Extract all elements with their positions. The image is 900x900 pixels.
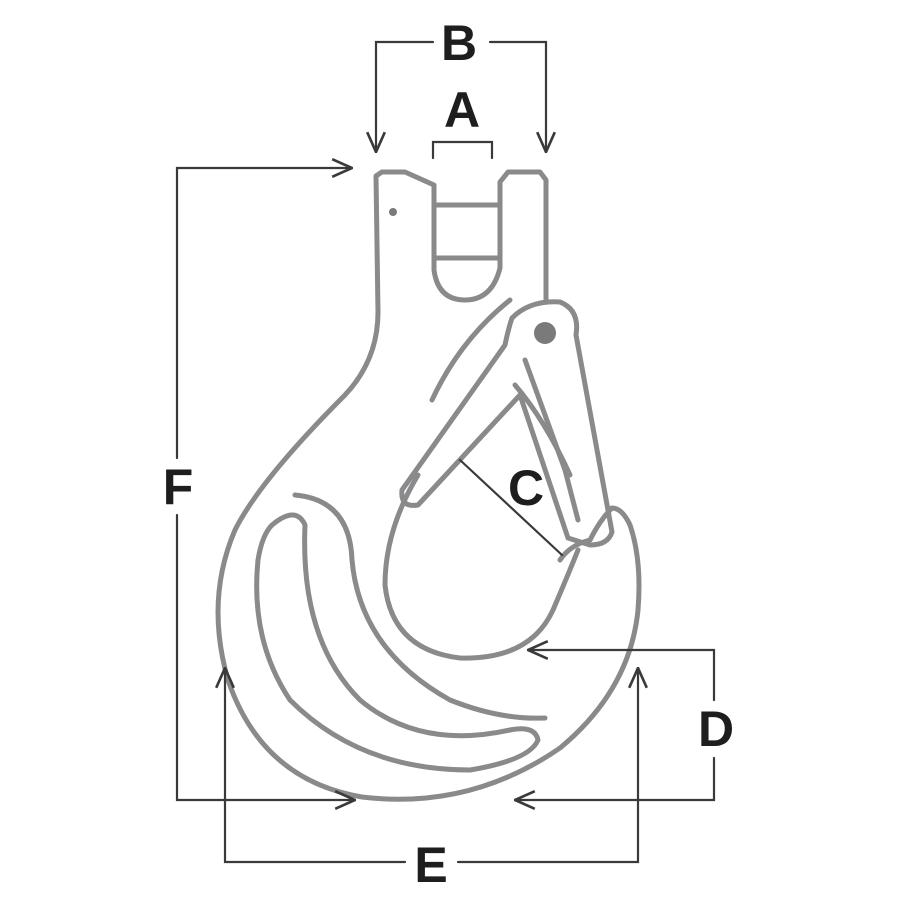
latch-pivot-pin [534, 322, 556, 344]
dimension-d-bottom [513, 756, 716, 800]
dimension-f-top [175, 168, 354, 460]
dimension-e-left [225, 666, 407, 864]
dimension-label-f: F [162, 459, 194, 515]
body-pin-hole [389, 208, 397, 216]
latch-spring [512, 382, 573, 478]
dimension-c-line [458, 458, 564, 557]
dimension-e-right [456, 666, 638, 864]
dimension-lines [175, 40, 716, 864]
dimension-f-bottom [175, 513, 357, 800]
dimension-label-b: B [440, 15, 478, 71]
dimension-label-a: A [443, 82, 481, 138]
hook-tip [557, 505, 615, 563]
hook-eye-inner [382, 472, 581, 661]
hook-shank-curve [429, 297, 513, 403]
dimension-a-bracket [431, 140, 494, 160]
dimension-label-c: C [507, 460, 545, 516]
dimension-label-e: E [414, 837, 448, 893]
dimension-b-right-leader [488, 40, 546, 154]
dimension-d-top [526, 650, 716, 702]
hook-saddle-groove [254, 512, 541, 773]
safety-latch [399, 299, 615, 548]
hook-body [215, 169, 642, 802]
hook-outer-outline [215, 169, 642, 802]
dimension-b-left-leader [376, 40, 435, 154]
hook-saddle-inner-ridge [292, 492, 548, 721]
dimension-label-d: D [697, 701, 735, 757]
latch-outline [399, 299, 615, 548]
